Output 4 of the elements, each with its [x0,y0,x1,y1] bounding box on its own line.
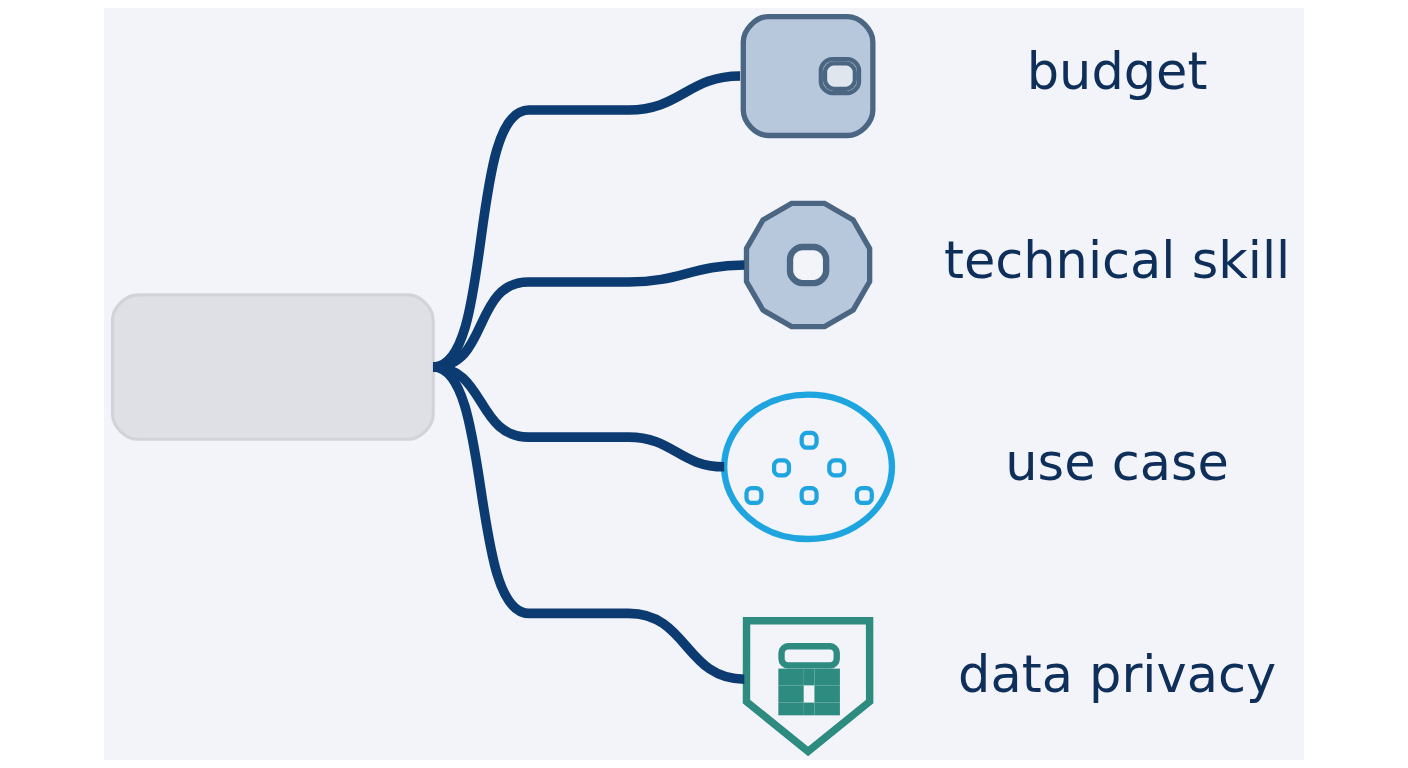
node-label: use case [1005,433,1229,492]
node-label: budget [1026,42,1208,102]
node-label: data privacy [958,645,1277,705]
node-label: technical skill [943,231,1291,291]
